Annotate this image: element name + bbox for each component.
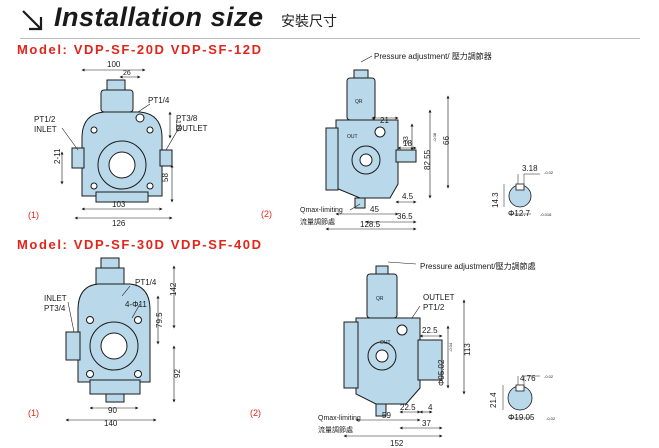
figure-tag-2-1: (1) bbox=[28, 408, 39, 418]
dim-phi-19-05: Φ19.05 bbox=[508, 413, 535, 422]
dim-phi-12-7-tol: -0.018 bbox=[540, 212, 552, 217]
shaft-key-view-1 bbox=[503, 173, 540, 215]
dim-82-55-tol: -0.08 bbox=[432, 132, 437, 142]
dim-4-76: 4.76 bbox=[520, 374, 536, 383]
dim-phi-19-05-tol: -0.02 bbox=[546, 416, 556, 421]
dim-phi-95-02: Φ95.02 bbox=[437, 359, 446, 386]
dim-59: 59 bbox=[382, 411, 391, 420]
page-title: Installation size bbox=[54, 2, 264, 32]
arrow-icon bbox=[22, 10, 43, 31]
outlet-label: OUTLET bbox=[176, 124, 208, 133]
pressure-adjustment-label-1: Pressure adjustment/ 壓力調節器 bbox=[374, 51, 492, 61]
figure-tag-1-1: (1) bbox=[28, 210, 39, 220]
dim-4-5: 4.5 bbox=[402, 192, 414, 201]
dim-140: 140 bbox=[104, 419, 118, 428]
model-label-2: Model: VDP-SF-30D VDP-SF-40D bbox=[17, 237, 263, 252]
figure-tag-2-2: (2) bbox=[250, 408, 261, 418]
pressure-adjustment-label-2: Pressure adjustment/壓力調節處 bbox=[420, 261, 536, 271]
dim-36-5: 36.5 bbox=[397, 212, 413, 221]
dim-103: 103 bbox=[112, 200, 126, 209]
pt34-label: PT3/4 bbox=[44, 304, 66, 313]
dim-33: 33 bbox=[403, 136, 410, 144]
dimension-lines-1-1 bbox=[60, 68, 181, 220]
dim-22-5-top: 22.5 bbox=[422, 326, 438, 335]
dim-21: 21 bbox=[380, 116, 389, 125]
out-label-2: OUT bbox=[380, 340, 391, 346]
dim-3-18: 3.18 bbox=[522, 164, 538, 173]
pt14-label-2: PT1/4 bbox=[135, 278, 157, 287]
dim-18: 18 bbox=[403, 139, 412, 148]
header-divider bbox=[20, 38, 640, 39]
dim-45: 45 bbox=[370, 205, 379, 214]
pt38-label: PT3/8 bbox=[176, 114, 198, 123]
pt12-label-2: PT1/2 bbox=[423, 303, 445, 312]
dim-128-5: 128.5 bbox=[360, 220, 381, 229]
dim-58: 58 bbox=[161, 173, 170, 182]
pt14-label: PT1/4 bbox=[148, 96, 170, 105]
figure-tag-1-2: (2) bbox=[261, 209, 272, 219]
dim-125: 125 bbox=[174, 120, 181, 132]
outlet-label-2: OUTLET bbox=[423, 293, 455, 302]
dim-82-55: 82.55 bbox=[423, 149, 432, 170]
dim-126: 126 bbox=[112, 219, 126, 228]
dim-21-4: 21.4 bbox=[489, 392, 498, 408]
pump-side-view-2 bbox=[343, 265, 443, 417]
dimension-lines-2-1 bbox=[65, 265, 176, 422]
dimension-lines-1-2 bbox=[325, 55, 450, 231]
pump-front-view-2 bbox=[65, 257, 151, 403]
qr-label-2: QR bbox=[376, 296, 384, 302]
dim-3-18-tol: -0.02 bbox=[544, 170, 554, 175]
inlet-label: INLET bbox=[34, 125, 57, 134]
dim-4-76-tol: -0.02 bbox=[544, 374, 554, 379]
qr-label-1: QR bbox=[355, 99, 363, 105]
page-subtitle: 安裝尺寸 bbox=[281, 13, 337, 29]
out-label-1: OUT bbox=[347, 134, 358, 140]
dim-92: 92 bbox=[173, 369, 182, 378]
dim-79-5: 79.5 bbox=[155, 312, 164, 328]
dim-142: 142 bbox=[169, 282, 178, 296]
holes-label: 4-Φ11 bbox=[125, 300, 147, 309]
dim-100: 100 bbox=[107, 60, 121, 69]
dimension-lines-2-2 bbox=[343, 261, 466, 438]
shaft-key-view-2 bbox=[502, 375, 540, 419]
dim-2-11: 2-11 bbox=[53, 148, 62, 164]
page-header: Installation size 安裝尺寸 bbox=[0, 0, 659, 40]
qmax-label-1: Qmax-limiting bbox=[300, 207, 343, 214]
inlet-label-2: INLET bbox=[44, 294, 67, 303]
dim-66: 66 bbox=[442, 136, 451, 145]
dim-phi-95-02-tol: -0.04 bbox=[448, 342, 453, 352]
dim-14-3: 14.3 bbox=[491, 192, 500, 208]
qmax-label-2: Qmax-limiting bbox=[318, 415, 361, 422]
dim-26: 26 bbox=[123, 70, 131, 77]
dim-37: 37 bbox=[422, 419, 431, 428]
qmax-cn-label-1: 流量調節處 bbox=[300, 217, 335, 226]
dim-152: 152 bbox=[390, 439, 404, 448]
model-label-1: Model: VDP-SF-20D VDP-SF-12D bbox=[17, 42, 263, 57]
pump-front-view-1 bbox=[71, 79, 173, 203]
dim-phi-12-7: Φ12.7 bbox=[508, 209, 531, 218]
dim-22-5-bottom: 22.5 bbox=[400, 403, 416, 412]
dim-113: 113 bbox=[463, 343, 472, 356]
dim-4: 4 bbox=[428, 403, 433, 412]
pump-side-view-1 bbox=[325, 69, 417, 209]
qmax-cn-label-2: 流量調節處 bbox=[318, 425, 353, 434]
pt12-label: PT1/2 bbox=[34, 115, 56, 124]
dim-90: 90 bbox=[108, 406, 117, 415]
